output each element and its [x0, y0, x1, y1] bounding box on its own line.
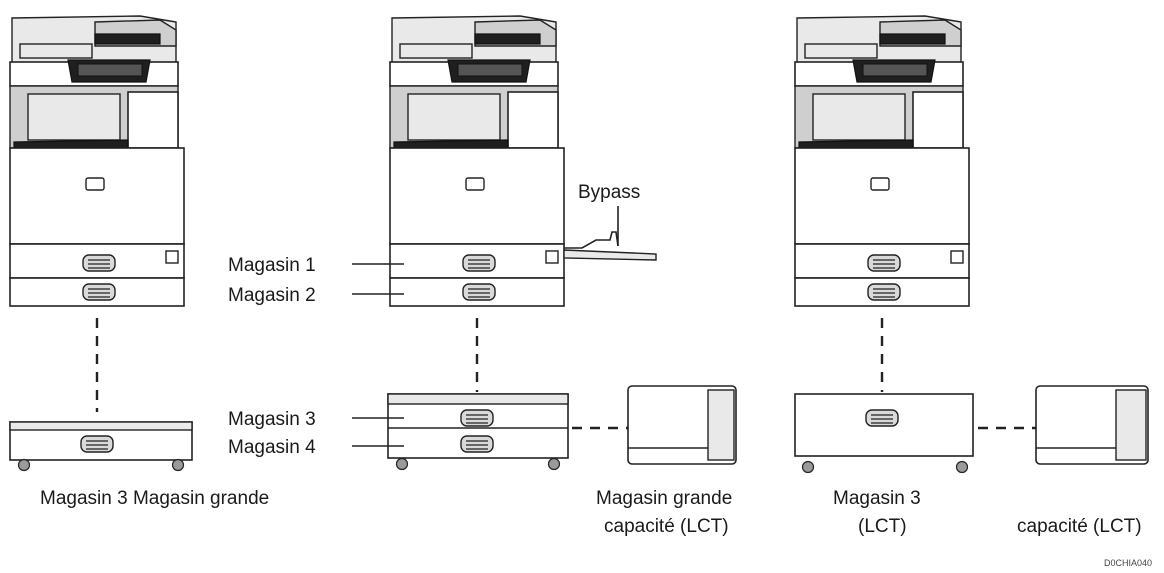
bypass-tray-icon	[564, 232, 656, 260]
tray1-label: Magasin 1	[228, 255, 316, 276]
figure-code: D0CHIA040	[1104, 558, 1152, 568]
tray-unit-icon	[388, 394, 568, 470]
tray3-label: Magasin 3	[228, 409, 316, 430]
caption-mid-line2: capacité (LCT)	[604, 516, 729, 537]
printer-icon	[390, 16, 564, 306]
caption-mid-line1: Magasin grande	[596, 488, 732, 509]
lct-unit-icon	[628, 386, 736, 464]
tray-unit-icon	[795, 394, 973, 473]
caption-far-right: capacité (LCT)	[1017, 516, 1142, 537]
bypass-label: Bypass	[578, 182, 640, 203]
printer-icon	[795, 16, 969, 306]
tray4-label: Magasin 4	[228, 437, 316, 458]
printer-icon	[10, 16, 184, 306]
tray2-label: Magasin 2	[228, 285, 316, 306]
lct-unit-icon	[1036, 386, 1148, 464]
tray-unit-icon	[10, 422, 192, 471]
caption-right-line1: Magasin 3	[833, 488, 921, 509]
caption-left: Magasin 3 Magasin grande	[40, 488, 269, 509]
caption-right-line2: (LCT)	[858, 516, 907, 537]
